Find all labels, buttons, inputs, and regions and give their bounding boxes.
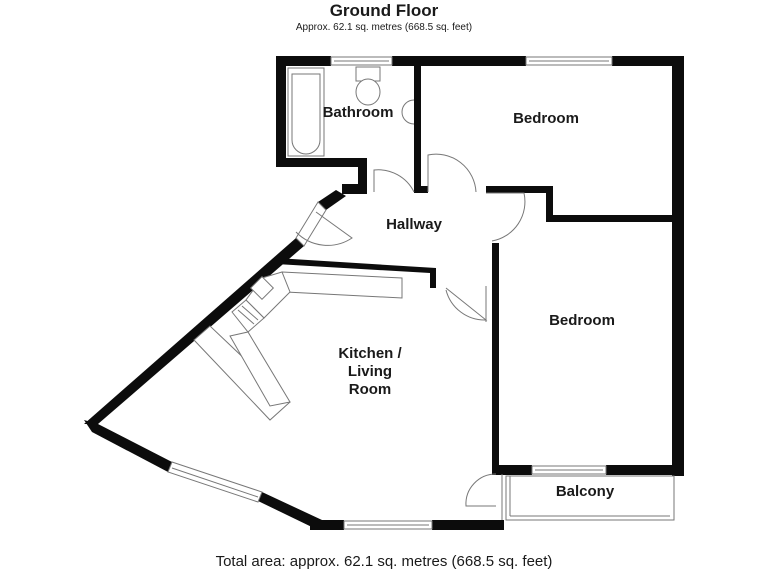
windows	[167, 56, 613, 530]
fixtures	[193, 66, 415, 421]
room-label-kitchen-living: Kitchen / Living Room	[338, 345, 402, 398]
room-label-bedroom-1: Bedroom	[513, 110, 579, 127]
doors	[295, 153, 526, 520]
floor-title: Ground Floor	[329, 1, 439, 20]
balcony-outline	[505, 475, 675, 521]
room-label-bedroom-2: Bedroom	[549, 312, 615, 329]
walls	[84, 56, 684, 530]
room-label-balcony: Balcony	[555, 483, 615, 500]
total-area-footer: Total area: approx. 62.1 sq. metres (668…	[215, 553, 553, 570]
floor-area-subtitle: Approx. 62.1 sq. metres (668.5 sq. feet)	[295, 22, 473, 33]
room-label-hallway: Hallway	[386, 216, 442, 233]
room-label-bathroom: Bathroom	[322, 104, 394, 121]
